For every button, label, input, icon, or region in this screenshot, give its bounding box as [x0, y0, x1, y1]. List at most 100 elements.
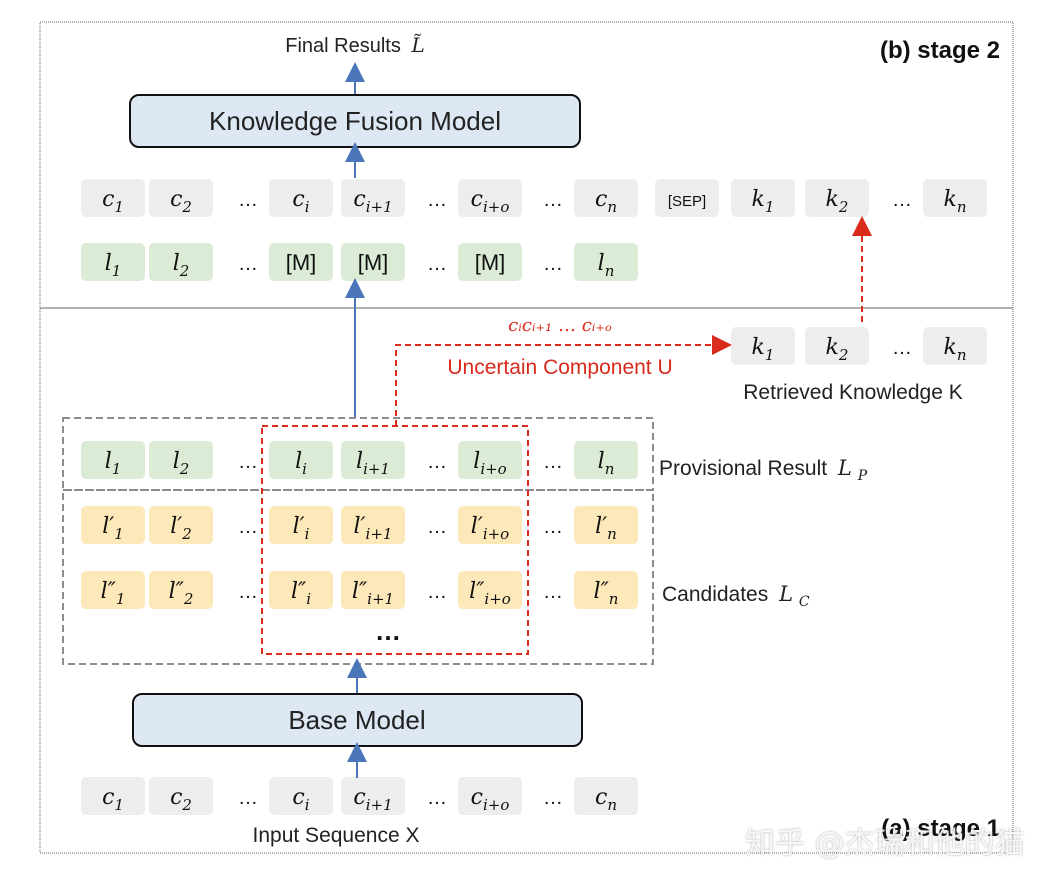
provisional-token-5-sub: i+1: [363, 460, 390, 478]
provisional-token-4-sub: i: [302, 460, 307, 478]
retrieved-token-1-label: k1: [752, 335, 775, 364]
stage2-label-token-5-cell: [341, 243, 405, 281]
candidate1-token-4-base: l′: [293, 514, 305, 539]
candidate2-token-9-base: l″: [594, 579, 610, 604]
provisional-token-5-base: l: [356, 449, 363, 474]
input-token-4-base: c: [292, 785, 304, 810]
stage2-seq-token-5-cell: [341, 179, 405, 217]
retrieved-token-3-label: …: [892, 337, 912, 359]
retrieved-token-4-sub: n: [957, 346, 967, 364]
stage2-seq-token-4-sub: i: [305, 198, 310, 216]
candidate2-token-9-cell: [574, 571, 638, 609]
stage2-frame: [39, 21, 1014, 309]
stage2-seq-token-7-cell: [458, 179, 522, 217]
candidate1-token-5-cell: [341, 506, 405, 544]
provisional-token-9-label: ln: [598, 449, 615, 478]
candidate2-token-1-label: l″1: [101, 579, 126, 608]
stage2-label-token-2-sub: 2: [179, 262, 190, 280]
stage1-title: (a) stage 1: [881, 815, 1000, 842]
stage2-seq-token-13-label: …: [892, 189, 912, 211]
input-token-1-label: c1: [102, 785, 124, 814]
input-token-8-label: …: [543, 787, 563, 809]
provisional-token-7-sub: i+o: [480, 460, 506, 478]
input-token-2-sub: 2: [181, 796, 192, 814]
input-token-1-sub: 1: [114, 796, 124, 814]
retrieved-token-4-base: k: [943, 335, 956, 360]
candidate1-token-7-cell: [458, 506, 522, 544]
stage2-label-token-5-label: [M]: [358, 250, 389, 275]
stage2-seq-token-1-base: c: [102, 187, 114, 212]
provisional-result-sub: P: [857, 468, 868, 484]
stage2-label-token-1-label: l1: [105, 251, 122, 280]
provisional-token-9-sub: n: [605, 460, 615, 478]
uncertain-sequence-label: cᵢcᵢ₊₁ … cᵢ₊ₒ: [508, 315, 612, 336]
provisional-token-9-cell: [574, 441, 638, 479]
stage2-label-token-9-base: l: [598, 251, 605, 276]
input-token-3-label: …: [238, 787, 258, 809]
stage2-label-token-1-sub: 1: [112, 262, 122, 280]
candidate1-token-7-label: l′i+o: [471, 514, 509, 543]
candidate1-token-4-cell: [269, 506, 333, 544]
stage2-seq-token-5-label: ci+1: [353, 187, 392, 216]
input-token-6-label: …: [427, 787, 447, 809]
candidate2-token-4-label: l″i: [291, 579, 311, 608]
candidate2-token-2-base: l″: [169, 579, 185, 604]
stage2-seq-token-11-base: k: [752, 187, 765, 212]
retrieved-token-2-label: k2: [826, 335, 849, 364]
stage2-seq-token-7-sub: i+o: [483, 198, 509, 216]
input-token-5-sub: i+1: [366, 796, 393, 814]
retrieved-token-4-cell: [923, 327, 987, 365]
provisional-token-4-base: l: [295, 449, 302, 474]
stage2-seq-token-14-base: k: [943, 187, 956, 212]
candidate2-token-7-label: l″i+o: [469, 579, 511, 608]
candidate2-token-5-sub: i+1: [367, 590, 394, 608]
retrieved-token-1-base: k: [752, 335, 765, 360]
input-token-5-base: c: [353, 785, 365, 810]
provisional-token-4-cell: [269, 441, 333, 479]
base-model-label: Base Model: [288, 705, 425, 735]
candidate1-token-2-sub: 2: [181, 525, 192, 543]
candidate2-token-6-label: …: [427, 581, 447, 603]
provisional-token-1-label: l1: [105, 449, 122, 478]
stage2-label-token-3-label: …: [238, 253, 258, 275]
candidate2-token-1-base: l″: [101, 579, 117, 604]
provisional-result-symbol: L: [837, 456, 852, 480]
provisional-token-8-label: …: [543, 451, 563, 473]
provisional-token-7-base: l: [473, 449, 480, 474]
stage2-seq-token-8-label: …: [543, 189, 563, 211]
stage2-seq-token-1-sub: 1: [114, 198, 124, 216]
candidate1-token-5-label: l′i+1: [354, 514, 393, 543]
candidate2-token-2-label: l″2: [169, 579, 194, 608]
candidate1-token-1-cell: [81, 506, 145, 544]
stage2-label-token-9-label: ln: [598, 251, 615, 280]
candidate2-token-7-base: l″: [469, 579, 485, 604]
candidate1-token-4-sub: i: [305, 525, 310, 543]
stage2-label-token-1-cell: [81, 243, 145, 281]
candidate1-token-9-base: l′: [595, 514, 607, 539]
stage2-seq-token-14-sub: n: [957, 198, 967, 216]
candidate1-token-2-cell: [149, 506, 213, 544]
provisional-token-1-sub: 1: [112, 460, 122, 478]
provisional-token-3-label: …: [238, 451, 258, 473]
candidate2-token-5-base: l″: [352, 579, 368, 604]
provisional-token-1-base: l: [105, 449, 112, 474]
stage2-label-token-7-label: [M]: [475, 250, 506, 275]
stage2-label-token-1-base: l: [105, 251, 112, 276]
final-results-label: Final Results L̃: [285, 33, 424, 57]
input-token-4-label: ci: [292, 785, 309, 814]
provisional-result-text: Provisional Result: [659, 457, 827, 480]
candidate1-token-5-sub: i+1: [366, 525, 393, 543]
stage2-seq-token-4-base: c: [292, 187, 304, 212]
stage2-label-token-9-cell: [574, 243, 638, 281]
candidate1-token-4-label: l′i: [293, 514, 310, 543]
candidate2-token-2-sub: 2: [183, 590, 194, 608]
provisional-result-frame: [62, 417, 654, 491]
candidates-symbol: L: [778, 582, 793, 606]
candidate1-token-9-sub: n: [607, 525, 617, 543]
